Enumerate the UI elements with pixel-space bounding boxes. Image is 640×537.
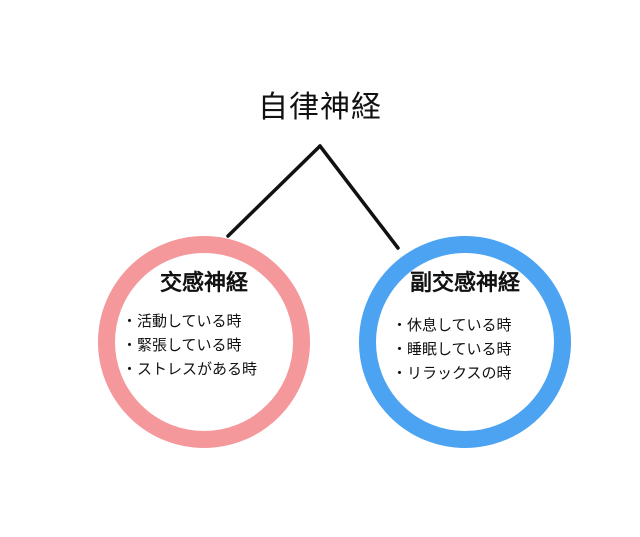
parasympathetic-item-list: ・休息している時 ・睡眠している時 ・リラックスの時 xyxy=(392,313,512,385)
parasympathetic-item: ・休息している時 xyxy=(392,316,512,334)
parasympathetic-item: ・睡眠している時 xyxy=(392,340,512,358)
root-title: 自律神経 xyxy=(258,90,382,125)
parasympathetic-title: 副交感神経 xyxy=(409,271,520,296)
sympathetic-item: ・活動している時 xyxy=(122,312,242,330)
sympathetic-item-list: ・活動している時 ・緊張している時 ・ストレスがある時 xyxy=(122,309,257,381)
connector-line-left xyxy=(226,144,322,238)
connector-line-right xyxy=(318,144,400,250)
sympathetic-title: 交感神経 xyxy=(159,271,248,296)
sympathetic-item: ・ストレスがある時 xyxy=(122,360,258,378)
sympathetic-item: ・緊張している時 xyxy=(122,336,242,354)
parasympathetic-item: ・リラックスの時 xyxy=(392,364,512,382)
